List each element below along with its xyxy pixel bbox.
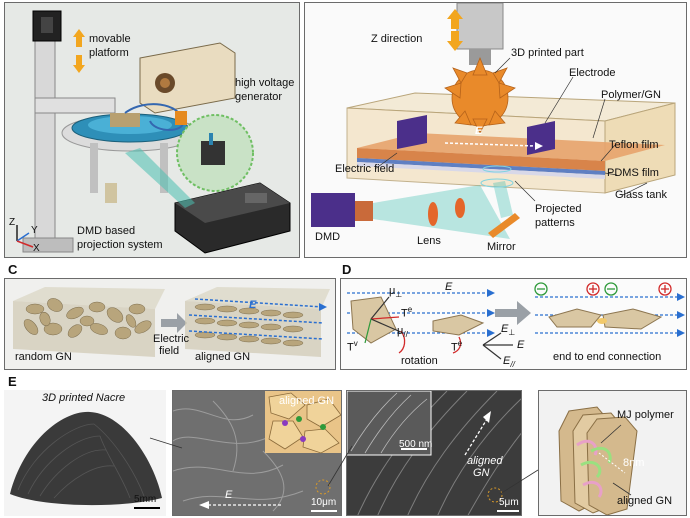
label-e-field-b: E xyxy=(475,125,483,137)
sem-image-2 xyxy=(347,391,521,515)
label-z-direction: Z direction xyxy=(371,33,423,45)
label-e-c: E xyxy=(249,299,257,311)
label-dmd: DMD xyxy=(315,231,341,243)
label-e-par: E// xyxy=(503,355,515,370)
panel-c: random GN Electric field aligned GN E xyxy=(4,278,336,370)
scale-10um: 10μm xyxy=(311,497,337,508)
scale-500nm: 500 nm xyxy=(399,439,433,450)
sem-image-1 xyxy=(173,391,341,515)
label-hv-2: generator xyxy=(235,91,283,103)
panel-a: movable platform high voltage generator … xyxy=(4,2,300,258)
panel-label-d: D xyxy=(342,262,352,277)
label-electric-1: Electric xyxy=(153,333,190,345)
label-polymer-gn: Polymer/GN xyxy=(601,89,661,101)
axis-x-label: X xyxy=(33,243,40,254)
scale-5um: 5μm xyxy=(499,497,519,508)
label-t-v: Tv xyxy=(347,339,358,354)
label-glass-tank: Glass tank xyxy=(615,189,667,201)
label-end-to-end: end to end connection xyxy=(553,351,662,363)
panel-e-schematic: MJ polymer 8nm aligned GN xyxy=(538,390,687,516)
panel-e-nacre: 3D printed Nacre 5mm xyxy=(4,390,166,516)
panel-c-illustration xyxy=(13,287,330,357)
label-mirror: Mirror xyxy=(487,241,516,253)
panel-a-illustration xyxy=(5,3,299,257)
panel-b: Z direction 3D printed part Electrode Po… xyxy=(304,2,687,258)
label-hv-1: high voltage xyxy=(235,77,295,89)
label-movable-1: movable xyxy=(89,33,131,45)
label-lens: Lens xyxy=(417,235,441,247)
label-rotation: rotation xyxy=(401,355,438,367)
label-3d-printed-nacre: 3D printed Nacre xyxy=(42,392,126,404)
label-movable-2: platform xyxy=(89,47,129,59)
panel-e-sem1: aligned GN E 10μm xyxy=(172,390,342,516)
label-electrode: Electrode xyxy=(569,67,616,79)
axis-y-label: Y xyxy=(31,225,38,236)
label-mu-perp: μ⊥ xyxy=(389,285,403,300)
label-dmd-2: projection system xyxy=(77,239,163,251)
label-teflon-film: Teflon film xyxy=(609,139,659,151)
label-e-perp: E⊥ xyxy=(501,323,516,338)
label-aligned-2: GN xyxy=(473,467,490,479)
panel-d-illustration xyxy=(347,282,685,360)
label-aligned-1: aligned xyxy=(467,455,503,467)
panel-d: E μ⊥ Te μ// Tv Te rotation E⊥ E E// end … xyxy=(340,278,687,370)
label-aligned-gn-inset: aligned GN xyxy=(279,395,335,407)
label-aligned-gn-schematic: aligned GN xyxy=(617,495,673,507)
label-aligned-gn-c: aligned GN xyxy=(195,351,251,363)
label-random-gn: random GN xyxy=(15,351,72,363)
label-dmd-1: DMD based xyxy=(77,225,136,237)
axis-z-label: Z xyxy=(9,217,16,228)
panel-b-illustration xyxy=(311,3,676,239)
label-e-right: E xyxy=(517,339,525,351)
label-mj-polymer: MJ polymer xyxy=(617,409,674,421)
scale-5mm: 5mm xyxy=(134,494,157,505)
panel-label-e: E xyxy=(8,374,17,389)
label-e-top-d: E xyxy=(445,281,453,293)
label-t-e2: Te xyxy=(451,339,463,354)
nacre-photo xyxy=(10,411,162,509)
label-electric-2: field xyxy=(159,345,180,357)
panel-e-sem2: 500 nm aligned GN 5μm xyxy=(346,390,522,516)
label-t-e1: Te xyxy=(401,305,413,320)
label-e-sem: E xyxy=(225,489,233,501)
label-3d-printed-part: 3D printed part xyxy=(511,47,584,59)
label-mu-par: μ// xyxy=(397,325,408,340)
label-8nm: 8nm xyxy=(623,457,645,469)
panel-label-c: C xyxy=(8,262,18,277)
label-projected-2: patterns xyxy=(535,217,575,229)
label-projected-1: Projected xyxy=(535,203,582,215)
mj-polymer-schematic xyxy=(558,406,638,515)
label-electric-field: Electric field xyxy=(335,163,395,175)
label-pdms-film: PDMS film xyxy=(607,167,659,179)
